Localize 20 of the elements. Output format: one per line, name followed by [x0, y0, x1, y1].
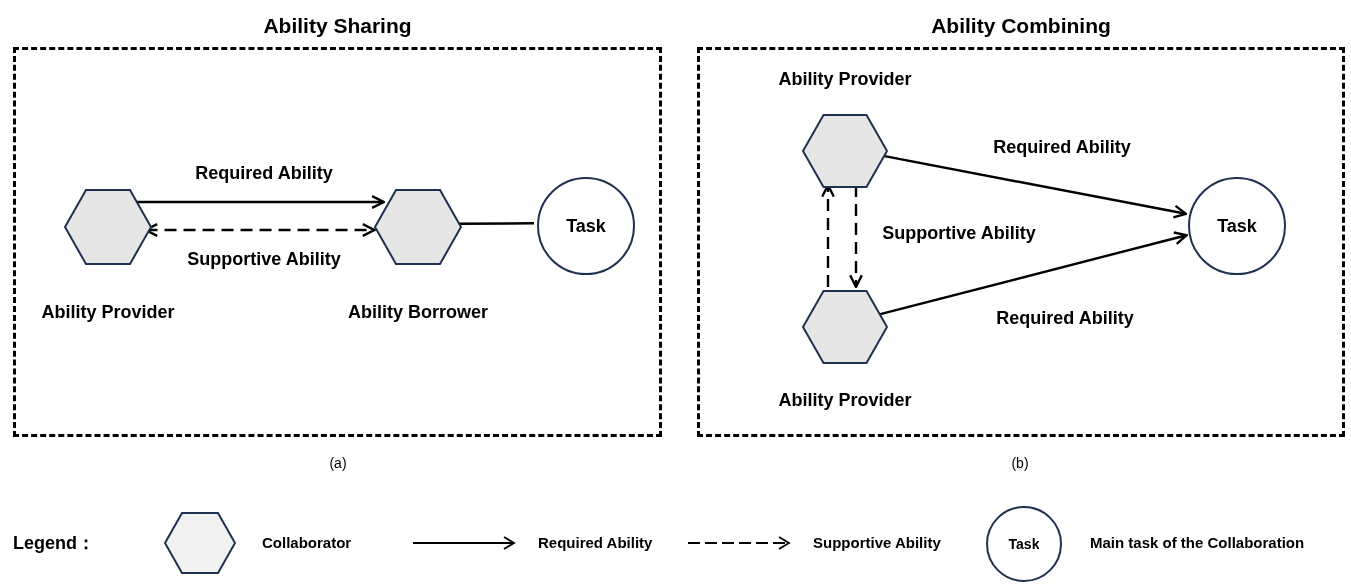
legend-text: Required Ability — [538, 532, 653, 553]
panel-title: Ability Combining — [930, 13, 1112, 39]
node-label: Ability Provider — [777, 68, 913, 91]
node-label: Ability Provider — [40, 301, 176, 324]
legend-text: Supportive Ability — [813, 532, 941, 553]
node-label: Task — [1217, 214, 1257, 238]
panel-title: Ability Sharing — [262, 13, 413, 39]
subfigure-caption: (a) — [329, 453, 347, 473]
arrow — [136, 195, 385, 209]
legend-text: Main task of the Collaboration — [1090, 532, 1305, 553]
node-label: Ability Provider — [777, 389, 913, 412]
node-label: Task — [566, 214, 606, 238]
arrow — [879, 231, 1188, 316]
legend-title: Legend： — [13, 531, 95, 555]
connector-line — [458, 222, 534, 225]
circle-label: Task — [1008, 534, 1040, 554]
subfigure-caption: (b) — [1011, 453, 1029, 473]
legend-text: Collaborator — [262, 532, 352, 553]
node-label: Ability Borrower — [347, 301, 489, 324]
dashed-arrow — [849, 185, 863, 289]
